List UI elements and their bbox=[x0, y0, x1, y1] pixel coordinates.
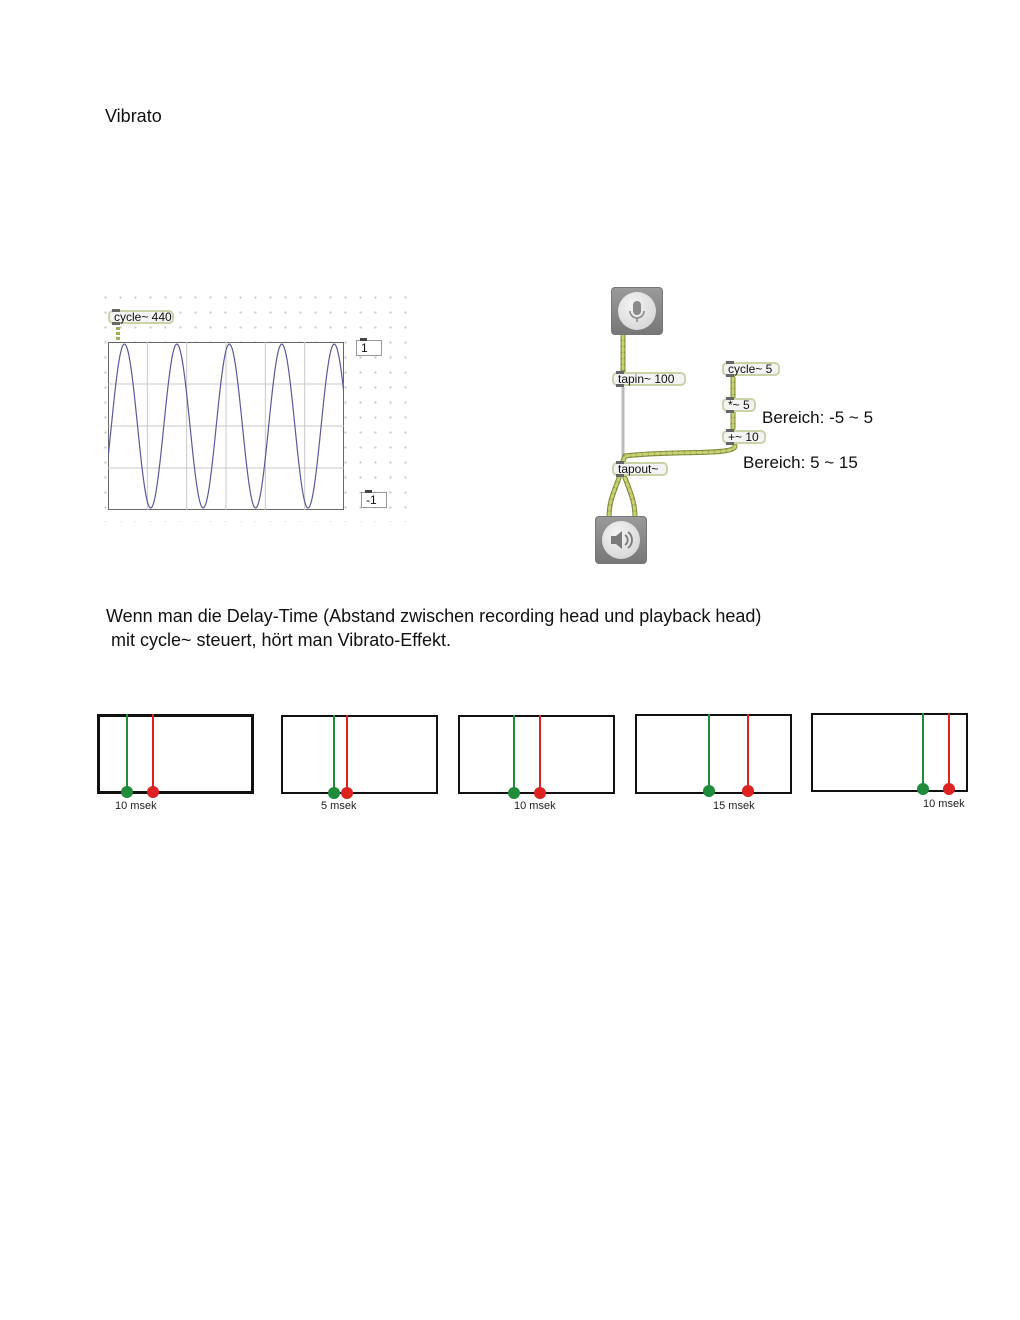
tapin-object[interactable]: tapin~ 100 bbox=[612, 371, 686, 387]
scope-min-value[interactable]: -1 bbox=[361, 490, 387, 508]
delay-diagram bbox=[97, 714, 254, 794]
playback-head-line bbox=[152, 714, 154, 792]
oscilloscope-display bbox=[108, 342, 344, 510]
microphone-icon bbox=[618, 292, 656, 330]
recording-head-line bbox=[333, 715, 335, 793]
recording-head-line bbox=[708, 714, 710, 791]
description-text: Wenn man die Delay-Time (Abstand zwische… bbox=[106, 604, 761, 652]
playback-head-line bbox=[948, 713, 950, 789]
delay-time-label: 10 msek bbox=[514, 800, 556, 812]
recording-head-dot bbox=[703, 785, 715, 797]
delay-time-label: 10 msek bbox=[115, 800, 157, 812]
playback-head-dot bbox=[534, 787, 546, 799]
description-line-1: Wenn man die Delay-Time (Abstand zwische… bbox=[106, 606, 762, 626]
playback-head-dot bbox=[943, 783, 955, 795]
playback-head-dot bbox=[742, 785, 754, 797]
recording-head-dot bbox=[328, 787, 340, 799]
delay-diagram bbox=[281, 715, 438, 794]
range-label-add: Bereich: 5 ~ 15 bbox=[743, 453, 858, 472]
recording-head-dot bbox=[121, 786, 133, 798]
cycle-440-object[interactable]: cycle~ 440 bbox=[108, 309, 174, 325]
playback-head-line bbox=[747, 714, 749, 791]
range-label-multiply: Bereich: -5 ~ 5 bbox=[762, 408, 874, 427]
delay-diagram bbox=[458, 715, 615, 794]
description-line-2: mit cycle~ steuert, hört man Vibrato-Eff… bbox=[106, 630, 451, 650]
delay-diagram bbox=[635, 714, 792, 794]
recording-head-dot bbox=[508, 787, 520, 799]
cycle-5-object[interactable]: cycle~ 5 bbox=[722, 361, 780, 377]
delay-time-label: 5 msek bbox=[321, 800, 357, 812]
patch-cords bbox=[606, 333, 738, 521]
delay-diagram bbox=[811, 713, 968, 792]
page-title: Vibrato bbox=[105, 106, 162, 126]
tapout-object[interactable]: tapout~ bbox=[612, 461, 668, 477]
recording-head-line bbox=[513, 715, 515, 793]
recording-head-line bbox=[126, 714, 128, 792]
speaker-output-button[interactable] bbox=[595, 516, 647, 564]
playback-head-dot bbox=[341, 787, 353, 799]
scope-max-value[interactable]: 1 bbox=[356, 338, 382, 356]
recording-head-line bbox=[922, 713, 924, 789]
multiply-object[interactable]: *~ 5 bbox=[722, 397, 756, 413]
playback-head-line bbox=[346, 715, 348, 793]
playback-head-dot bbox=[147, 786, 159, 798]
patch-cord bbox=[116, 327, 120, 342]
cycle-scope-patch: cycle~ 440 1 -1 bbox=[98, 290, 410, 522]
delay-time-label: 10 msek bbox=[923, 798, 965, 810]
add-object[interactable]: +~ 10 bbox=[722, 429, 766, 445]
microphone-input-button[interactable] bbox=[611, 287, 663, 335]
delay-time-label: 15 msek bbox=[713, 800, 755, 812]
recording-head-dot bbox=[917, 783, 929, 795]
speaker-icon bbox=[602, 521, 640, 559]
vibrato-patch: tapin~ 100 tapout~ cycle~ 5 *~ 5 +~ 10 B… bbox=[585, 280, 905, 570]
playback-head-line bbox=[539, 715, 541, 793]
